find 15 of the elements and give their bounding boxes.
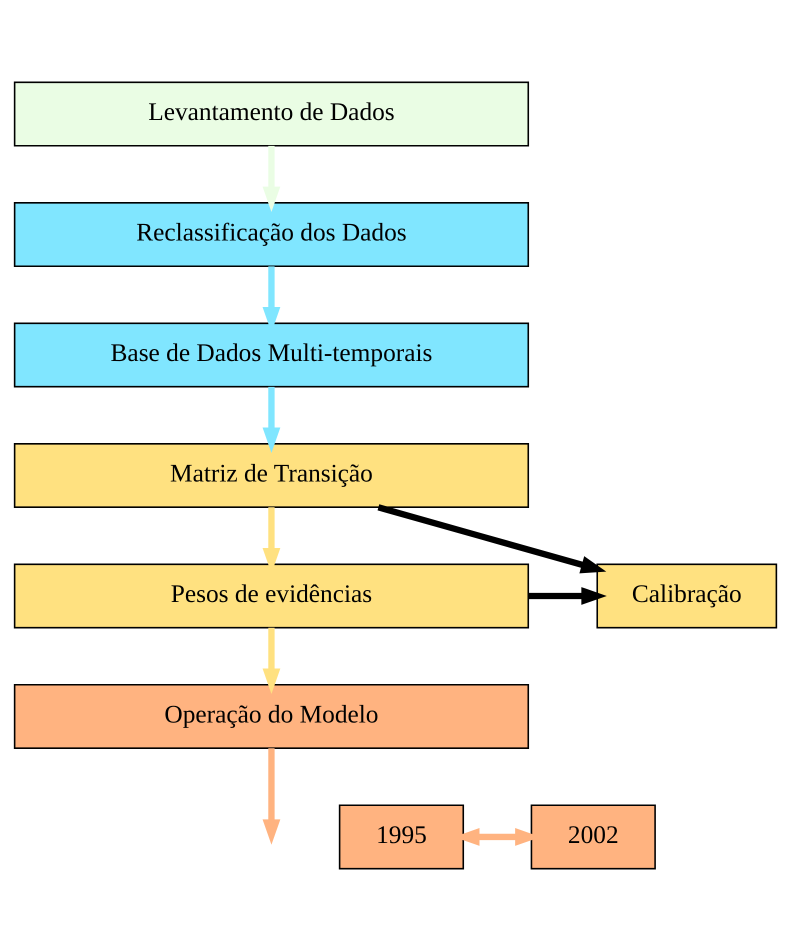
- arrow: [378, 504, 606, 574]
- node-box: Pesos de evidências: [14, 563, 530, 628]
- node-box: Base de Dados Multi-temporais: [14, 322, 530, 388]
- node-box: Matriz de Transição: [14, 443, 530, 508]
- node-box: 2002: [530, 804, 656, 870]
- node-box: Levantamento de Dados: [14, 82, 530, 147]
- arrow: [262, 628, 280, 694]
- node-box: Calibração: [596, 563, 778, 628]
- node-box: Operação do Modelo: [14, 684, 530, 749]
- node-box: 1995: [338, 804, 464, 870]
- arrow: [262, 146, 280, 212]
- arrow: [262, 748, 280, 845]
- node-box: Reclassificação dos Dados: [14, 202, 530, 268]
- arrow: [528, 587, 607, 605]
- arrow: [262, 386, 280, 453]
